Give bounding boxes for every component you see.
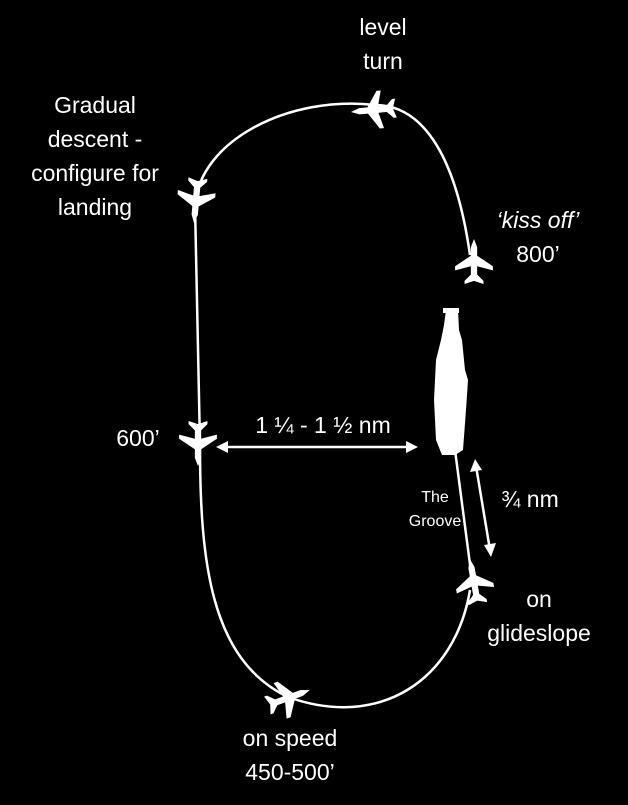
jet-icon-descent [175, 176, 217, 225]
jet-icon-level-turn [349, 89, 398, 131]
label-gradual-descent: Gradual descent - configure for landing [31, 92, 159, 220]
label-abeam-distance: 1 ¼ - 1 ½ nm [255, 412, 391, 438]
label-level-turn: level turn [359, 14, 407, 74]
abeam-distance-arrow [216, 441, 418, 453]
label-600: 600’ [116, 425, 160, 451]
aircraft-carrier-icon [434, 308, 468, 455]
label-kiss-off: ‘kiss off’ 800’ [496, 207, 580, 267]
groove-distance-arrow [470, 459, 496, 557]
label-on-speed: on speed 450-500’ [242, 725, 338, 785]
groove-line [453, 449, 473, 573]
jet-icon-on-speed [260, 672, 317, 724]
pattern-path [193, 102, 472, 709]
label-groove-distance: ¾ nm [501, 486, 559, 512]
label-the-groove: The Groove [408, 489, 462, 530]
jet-icon-600 [179, 420, 217, 467]
label-on-glideslope: on glideslope [487, 586, 591, 646]
